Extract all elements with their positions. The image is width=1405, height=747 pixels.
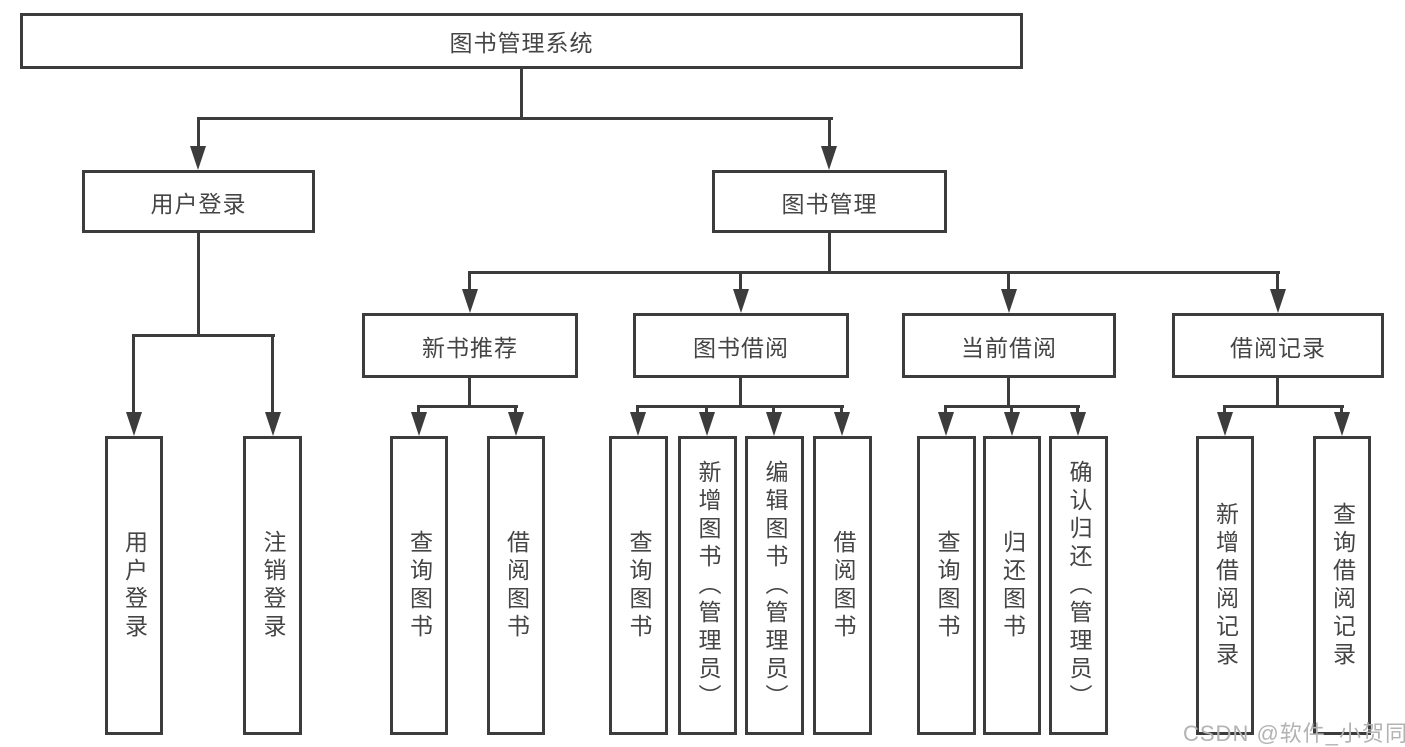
arrow-down-icon [630, 412, 646, 436]
arrow-down-icon [411, 412, 427, 436]
leaf-query-books-recommend: 查询图书 [390, 436, 448, 735]
node-label: 当前借阅 [961, 334, 1057, 361]
connector-line [197, 117, 200, 150]
leaf-label: 注销登录 [260, 529, 286, 642]
connector-line [468, 271, 471, 291]
connector-line [1076, 405, 1079, 415]
leaf-label: 新增图书（管理员） [695, 459, 721, 712]
connector-line [271, 334, 274, 414]
arrow-down-icon [938, 412, 954, 436]
arrow-down-icon [265, 412, 281, 436]
arrow-down-icon [1334, 412, 1350, 436]
connector-line [739, 375, 742, 407]
node-label: 图书管理 [781, 190, 878, 217]
arrow-down-icon [1001, 289, 1017, 313]
leaf-query-books-borrowing: 查询图书 [609, 436, 668, 735]
connector-line [1007, 375, 1010, 407]
node-label: 用户登录 [150, 190, 247, 217]
leaf-add-book-admin: 新增图书（管理员） [678, 436, 737, 735]
node-book-management: 图书管理 [712, 170, 947, 233]
leaf-label: 归还图书 [999, 529, 1026, 642]
arrow-down-icon [508, 412, 524, 436]
arrow-down-icon [462, 289, 478, 313]
connector-line [705, 405, 708, 415]
leaf-add-borrow-record: 新增借阅记录 [1196, 436, 1254, 735]
connector-line [197, 231, 200, 336]
leaf-label: 借阅图书 [830, 529, 856, 642]
connector-line [514, 405, 517, 415]
node-borrowing-records: 借阅记录 [1172, 313, 1384, 378]
leaf-borrow-book-borrowing: 借阅图书 [813, 436, 872, 735]
connector-line [1276, 271, 1279, 291]
connector-line [636, 405, 844, 408]
arrow-down-icon [1070, 412, 1086, 436]
leaf-borrow-book-recommend: 借阅图书 [487, 436, 545, 735]
connector-line [828, 117, 831, 150]
leaf-label: 查询图书 [406, 529, 433, 642]
connector-line [468, 375, 471, 407]
connector-line [739, 271, 742, 291]
leaf-user-login: 用户登录 [105, 436, 163, 735]
node-root-library-system: 图书管理系统 [20, 13, 1023, 69]
node-label: 图书管理系统 [449, 30, 594, 56]
connector-line [417, 405, 518, 408]
leaf-label: 查询图书 [626, 529, 652, 642]
connector-line [1007, 271, 1010, 291]
leaf-label: 确认归还（管理员） [1066, 459, 1092, 712]
connector-line [840, 405, 843, 415]
leaf-label: 查询图书 [934, 529, 960, 642]
connector-line [520, 66, 523, 119]
connector-line [828, 231, 831, 273]
leaf-return-book: 归还图书 [983, 436, 1041, 735]
connector-line [1010, 405, 1013, 415]
connector-line [1223, 405, 1344, 408]
connector-line [468, 271, 1280, 274]
node-user-login: 用户登录 [82, 170, 315, 233]
csdn-watermark: CSDN @软件_小贺同学 [1183, 721, 1405, 746]
node-current-borrowing: 当前借阅 [902, 313, 1116, 378]
arrow-down-icon [1270, 289, 1286, 313]
leaf-query-books-current: 查询图书 [917, 436, 976, 735]
connector-line [132, 334, 135, 414]
arrow-down-icon [834, 412, 850, 436]
arrow-down-icon [821, 146, 837, 170]
connector-line [417, 405, 420, 415]
leaf-label: 借阅图书 [503, 529, 530, 642]
leaf-label: 编辑图书（管理员） [762, 459, 788, 712]
arrow-down-icon [190, 146, 206, 170]
arrow-down-icon [733, 289, 749, 313]
arrow-down-icon [126, 412, 142, 436]
connector-line [197, 117, 833, 120]
node-label: 借阅记录 [1230, 334, 1326, 361]
node-label: 新书推荐 [422, 334, 518, 361]
leaf-query-borrow-record: 查询借阅记录 [1313, 436, 1371, 735]
arrow-down-icon [699, 412, 715, 436]
connector-line [944, 405, 947, 415]
leaf-confirm-return-admin: 确认归还（管理员） [1049, 436, 1108, 735]
connector-line [636, 405, 639, 415]
leaf-label: 查询借阅记录 [1329, 501, 1356, 670]
leaf-edit-book-admin: 编辑图书（管理员） [745, 436, 804, 735]
arrow-down-icon [1217, 412, 1233, 436]
node-new-book-recommendation: 新书推荐 [362, 313, 578, 378]
node-book-borrowing: 图书借阅 [633, 313, 849, 378]
connector-line [1223, 405, 1226, 415]
connector-line [1340, 405, 1343, 415]
leaf-label: 用户登录 [121, 529, 148, 642]
connector-line [132, 334, 275, 337]
node-label: 图书借阅 [693, 334, 789, 361]
arrow-down-icon [766, 412, 782, 436]
connector-line [1276, 375, 1279, 407]
arrow-down-icon [1004, 412, 1020, 436]
leaf-label: 新增借阅记录 [1212, 501, 1239, 670]
leaf-logout: 注销登录 [243, 436, 302, 735]
connector-line [772, 405, 775, 415]
